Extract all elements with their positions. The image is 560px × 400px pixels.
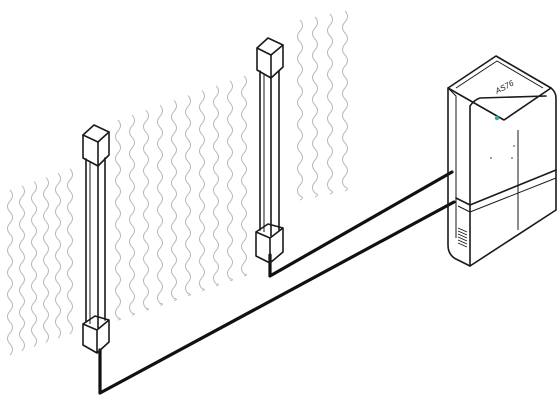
- column-front-shaft: [85, 157, 106, 329]
- vent-slot: [457, 230, 468, 236]
- light-column-front: [82, 124, 110, 354]
- cable-rear-column: [268, 170, 454, 278]
- indicator-dot-1: [490, 157, 492, 159]
- beam-wave: [241, 75, 247, 277]
- controller-cover-split-2: [457, 177, 557, 213]
- vent-grille-icon: [457, 227, 468, 248]
- beam-wave: [327, 13, 333, 195]
- beam-wave: [115, 119, 121, 321]
- beam-wave: [297, 19, 303, 201]
- beam-wave: [199, 90, 205, 292]
- beam-wave: [129, 114, 135, 316]
- column-front-cap: [82, 124, 110, 143]
- column-rear-shaft: [259, 70, 280, 237]
- beam-wave: [143, 109, 149, 311]
- controller-top-bevel: [455, 60, 544, 89]
- controller-model-label: AS76: [493, 78, 516, 96]
- indicator-dot-2: [513, 145, 515, 147]
- vent-slot: [457, 227, 468, 233]
- beam-wave: [342, 10, 348, 192]
- beam-wave: [7, 189, 13, 356]
- beam-wave: [19, 185, 25, 352]
- beam-wave: [171, 100, 177, 301]
- controller-cover-split: [455, 169, 557, 206]
- beam-wave: [227, 80, 233, 282]
- beam-waves-middle: [115, 75, 247, 321]
- controller-front-plate: [469, 95, 547, 267]
- beam-wave: [312, 16, 318, 198]
- status-indicator-led: [494, 115, 500, 121]
- beam-wave: [31, 181, 37, 347]
- cable-front-column: [98, 200, 456, 395]
- indicator-dot-3: [511, 157, 513, 159]
- beam-wave: [185, 95, 191, 296]
- controller-side-panel: [447, 87, 457, 238]
- vent-slot: [457, 239, 468, 245]
- vent-slot: [457, 233, 468, 239]
- vent-slot: [457, 236, 468, 242]
- beam-waves-right: [297, 10, 348, 201]
- cables: [98, 170, 456, 395]
- beam-waves-left: [7, 168, 73, 356]
- beam-wave: [67, 168, 73, 335]
- vent-slot: [457, 242, 468, 248]
- beam-wave: [43, 177, 49, 343]
- column-front-base: [82, 315, 110, 354]
- beam-wave: [213, 85, 219, 287]
- light-column-rear: [255, 37, 284, 264]
- column-rear-cap: [256, 37, 284, 56]
- column-rear-base: [255, 223, 284, 264]
- controller-unit: AS76: [447, 55, 557, 267]
- beam-wave: [157, 104, 163, 306]
- beam-wave: [55, 172, 61, 339]
